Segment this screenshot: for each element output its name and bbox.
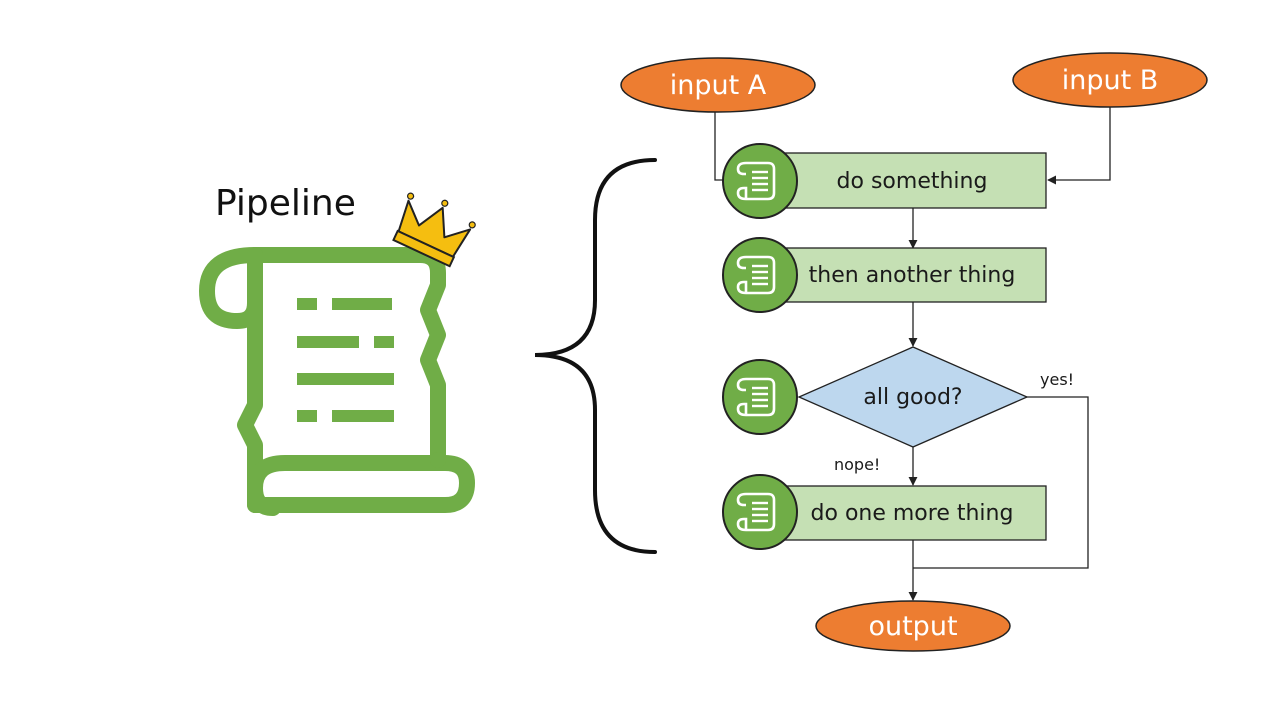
input-b-node: input B <box>1012 52 1208 108</box>
no-edge-label: nope! <box>834 455 880 474</box>
scroll-icon <box>721 142 799 220</box>
output-node: output <box>815 600 1011 652</box>
scroll-lines <box>297 298 394 422</box>
input-a-label: input A <box>670 70 767 101</box>
crown-icon <box>392 192 476 268</box>
step-then-another-thing: then another thing <box>777 247 1047 303</box>
scroll-icon <box>199 247 475 516</box>
step-do-one-more-thing: do one more thing <box>777 485 1047 541</box>
diagram-title: Pipeline <box>215 183 356 224</box>
output-label: output <box>868 611 957 642</box>
yes-edge-label: yes! <box>1040 370 1074 389</box>
curly-brace <box>534 158 657 554</box>
step2-label: then another thing <box>809 263 1016 288</box>
scroll-icon <box>721 473 799 551</box>
decision-all-good: all good? <box>797 346 1029 448</box>
scroll-icon <box>721 358 799 436</box>
decision-label: all good? <box>863 385 962 410</box>
step-do-something: do something <box>777 152 1047 209</box>
step1-label: do something <box>837 169 988 194</box>
input-a-node: input A <box>620 57 816 113</box>
input-b-label: input B <box>1062 65 1159 96</box>
scroll-icon <box>721 236 799 314</box>
step3-label: do one more thing <box>811 501 1014 526</box>
